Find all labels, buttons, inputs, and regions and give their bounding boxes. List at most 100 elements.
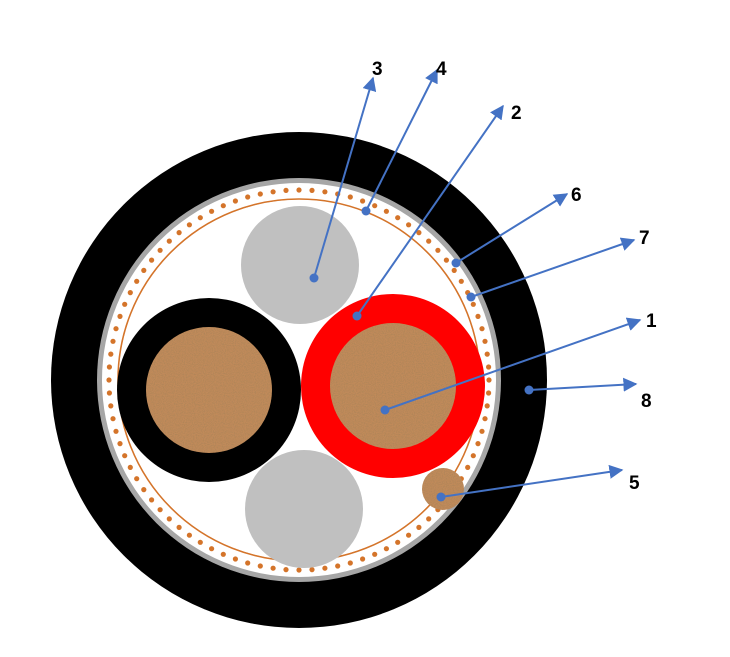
callout-4: 4 <box>361 59 447 216</box>
braid-wire-dot <box>209 546 215 552</box>
braid-wire-dot <box>245 560 251 566</box>
callout-2: 2 <box>352 103 522 321</box>
braid-wire-dot <box>309 567 315 573</box>
braid-wire-dot <box>209 208 215 214</box>
braid-wire-dot <box>426 238 432 244</box>
braid-wire-dot <box>232 556 238 562</box>
callout-arrow-4 <box>365 68 438 212</box>
braid-wire-dot <box>484 403 490 409</box>
braid-wire-dot <box>486 377 492 383</box>
callout-arrow-7 <box>470 237 636 298</box>
braid-wire-dot <box>372 551 378 557</box>
braid-wire-dot <box>395 215 401 221</box>
callout-5: 5 <box>436 464 640 502</box>
callout-label-5: 5 <box>629 473 640 494</box>
callout-arrow-3 <box>313 76 377 279</box>
braid-wire-dot <box>110 338 116 344</box>
braid-wire-dot <box>127 290 133 296</box>
callout-label-4: 4 <box>436 59 447 80</box>
braid-wire-dot <box>383 208 389 214</box>
callout-arrow-5 <box>440 464 624 498</box>
braid-wire-dot <box>176 524 182 531</box>
braid-wire-dot <box>470 453 476 459</box>
black-core-conductor <box>146 327 272 453</box>
callout-6: 6 <box>451 185 582 268</box>
braid-wire-dot <box>360 198 366 204</box>
callout-arrow-1 <box>384 317 642 411</box>
braid-wire-dot <box>372 203 378 209</box>
callout-8: 8 <box>524 377 652 412</box>
braid-wire-dot <box>157 247 163 253</box>
callout-dot-3 <box>309 273 319 283</box>
braid-wire-dot <box>186 532 192 538</box>
callout-dot-6 <box>451 258 461 268</box>
braid-wire-dot <box>479 326 485 332</box>
braid-wire-dot <box>108 403 114 409</box>
braid-wire-dot <box>475 313 481 319</box>
braid-wire-dot <box>270 565 276 571</box>
braid-wire-dot <box>134 278 140 284</box>
braid-wire-dot <box>296 567 302 573</box>
braid-wire-dot <box>479 428 485 434</box>
braid-wire-dot <box>232 198 238 204</box>
braid-wire-dot <box>270 189 276 195</box>
braid-wire-dot <box>197 539 203 545</box>
braid-wire-dot <box>406 532 412 538</box>
braid-wire-dot <box>108 351 114 357</box>
braid-wire-dot <box>482 338 488 344</box>
braid-wire-dot <box>245 194 251 200</box>
braid-wire-dot <box>106 390 112 396</box>
braid-wire-dot <box>484 351 490 357</box>
braid-wire-dot <box>157 507 163 513</box>
callout-3: 3 <box>309 59 383 283</box>
braid-wire-dot <box>117 441 123 447</box>
braid-wire-dot <box>283 187 289 193</box>
braid-wire-dot <box>283 567 289 573</box>
callout-label-8: 8 <box>641 391 652 412</box>
red-core-conductor <box>330 323 456 449</box>
filler-top <box>241 206 359 324</box>
braid-wire-dot <box>443 257 449 263</box>
braid-wire-dot <box>486 364 492 370</box>
callout-arrow-8 <box>528 377 638 392</box>
braid-wire-dot <box>347 194 353 200</box>
braid-wire-dot <box>486 390 492 396</box>
braid-wire-dot <box>113 326 119 332</box>
braid-wire-dot <box>141 267 147 273</box>
callout-dot-5 <box>436 492 446 502</box>
braid-wire-dot <box>149 257 155 263</box>
braid-wire-dot <box>149 497 155 503</box>
braid-wire-dot <box>220 203 226 209</box>
braid-wire-dot <box>451 267 457 273</box>
callout-dot-7 <box>466 292 476 302</box>
braid-wire-dot <box>186 222 192 228</box>
braid-wire-dot <box>435 247 441 253</box>
braid-wire-dot <box>416 524 422 531</box>
callout-7: 7 <box>466 228 650 302</box>
braid-wire-dot <box>257 191 263 197</box>
braid-wire-dot <box>220 551 226 557</box>
filler-bottom <box>245 450 363 568</box>
braid-wire-dot <box>166 238 172 244</box>
callout-dot-8 <box>524 385 534 395</box>
braid-wire-dot <box>406 222 412 228</box>
callout-label-2: 2 <box>511 103 522 124</box>
braid-wire-dot <box>360 556 366 562</box>
braid-wire-dot <box>122 453 128 459</box>
braid-wire-dot <box>383 546 389 552</box>
braid-wire-dot <box>117 313 123 319</box>
braid-wire-dot <box>465 464 471 470</box>
braid-wire-dot <box>395 539 401 545</box>
braid-wire-dot <box>416 230 422 236</box>
braid-wire-dot <box>141 487 147 493</box>
braid-wire-dot <box>122 301 128 307</box>
braid-wire-dot <box>458 278 464 284</box>
braid-wire-dot <box>106 377 112 383</box>
braid-wire-dot <box>106 364 112 370</box>
braid-wire-dot <box>257 563 263 569</box>
braid-wire-dot <box>127 464 133 470</box>
braid-wire-dot <box>482 416 488 422</box>
braid-wire-dot <box>426 516 432 522</box>
